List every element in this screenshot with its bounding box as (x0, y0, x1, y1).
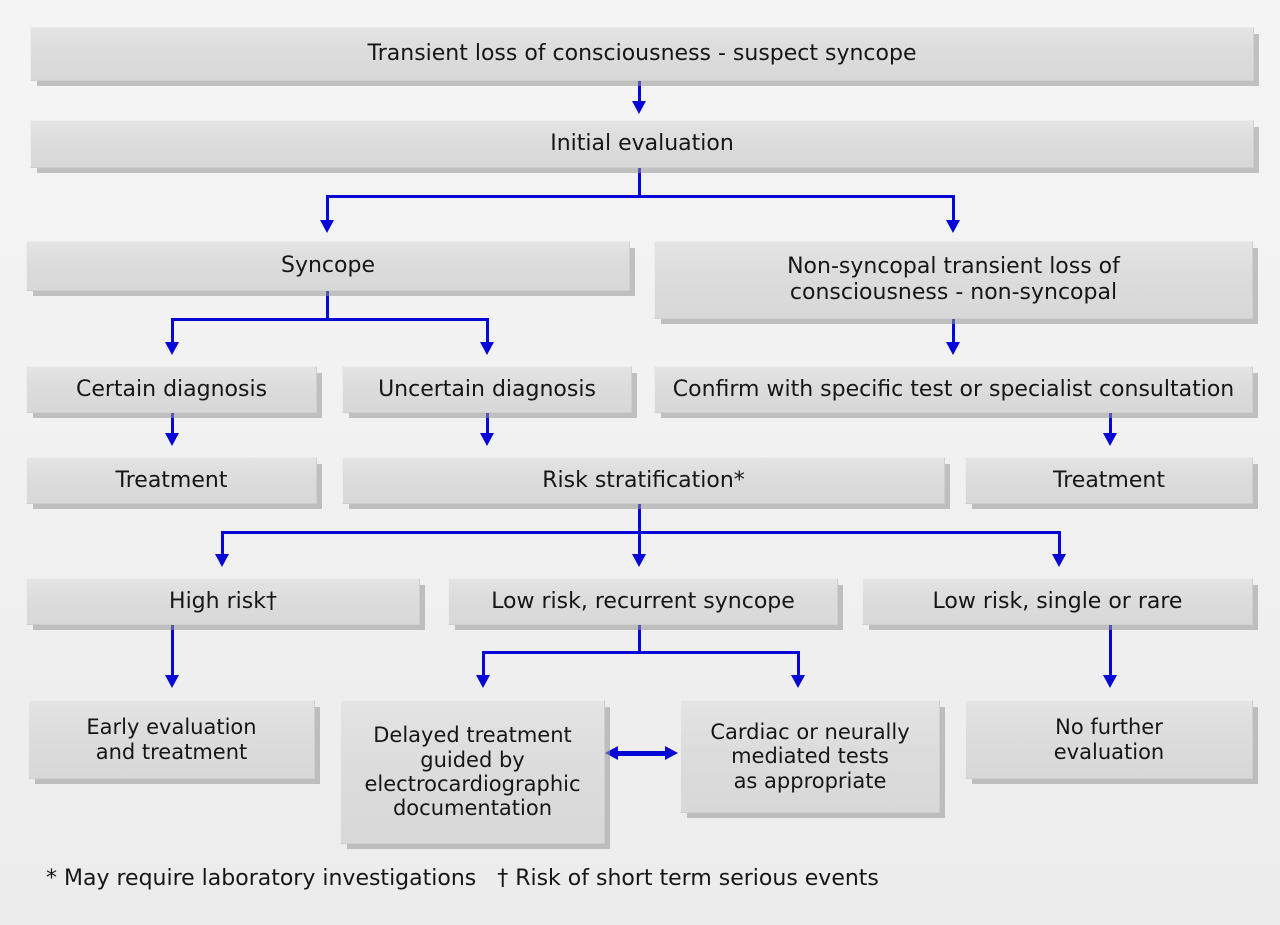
arrowhead-toward-delayed-treatment (605, 746, 618, 760)
node-treatment-right: Treatment (965, 457, 1253, 504)
arrowhead-toward-cardiac-tests (665, 746, 678, 760)
arrowhead-treatment-right (1103, 433, 1117, 446)
node-label: Cardiac or neurally mediated tests as ap… (710, 719, 910, 793)
arrowhead-treatment-left (165, 433, 179, 446)
node-label: Treatment (1053, 467, 1165, 493)
node-uncertain-diagnosis: Uncertain diagnosis (342, 366, 632, 413)
arrowhead-non-syncopal (946, 220, 960, 233)
arrowhead-low-risk-single (1052, 554, 1066, 567)
node-transient-loss-of-consciousness: Transient loss of consciousness - suspec… (30, 27, 1254, 81)
connector-nonsyncopal-to-confirm (952, 319, 955, 344)
node-early-evaluation-and-treatment: Early evaluation and treatment (28, 700, 315, 779)
connector-risk-to-lowrecurrent (638, 531, 641, 556)
connector-syncope-to-uncertain (486, 318, 489, 344)
node-label: Low risk, recurrent syncope (491, 588, 795, 614)
node-label: Delayed treatment guided by electrocardi… (364, 723, 581, 821)
node-label: Low risk, single or rare (932, 588, 1183, 614)
arrowhead-cardiac-tests (791, 675, 805, 688)
connector-initial-bus (326, 195, 955, 198)
node-confirm-specific-test: Confirm with specific test or specialist… (654, 366, 1253, 413)
arrowhead-delayed-treatment (476, 675, 490, 688)
node-label: High risk† (169, 588, 277, 614)
node-cardiac-or-neurally-mediated-tests: Cardiac or neurally mediated tests as ap… (680, 700, 940, 813)
footnote-text: * May require laboratory investigations … (46, 866, 879, 891)
node-non-syncopal-tloc: Non-syncopal transient loss of conscious… (654, 241, 1253, 319)
node-initial-evaluation: Initial evaluation (30, 120, 1254, 168)
arrowhead-confirm-specific-test (946, 342, 960, 355)
connector-lowrecurrent-stem (638, 625, 641, 652)
connector-initial-to-syncope (326, 195, 329, 222)
arrowhead-low-risk-recurrent (632, 554, 646, 567)
connector-risk-to-high (221, 531, 224, 556)
connector-lowrecurrent-to-cardiac (797, 651, 800, 677)
connector-syncope-to-certain (171, 318, 174, 344)
connector-risk-to-lowsingle (1058, 531, 1061, 556)
connector-syncope-bus (171, 318, 489, 321)
arrowhead-initial-evaluation (632, 101, 646, 114)
node-label: Uncertain diagnosis (378, 376, 596, 402)
arrowhead-risk-stratification (480, 433, 494, 446)
node-label: Certain diagnosis (75, 376, 268, 402)
node-label: Non-syncopal transient loss of conscious… (787, 254, 1120, 305)
arrowhead-uncertain-diagnosis (480, 342, 494, 355)
connector-initial-to-nonsyncopal (952, 195, 955, 222)
connector-high-to-early (171, 625, 174, 677)
connector-tloc-to-initial (638, 81, 641, 103)
node-high-risk: High risk† (26, 578, 420, 625)
node-delayed-treatment: Delayed treatment guided by electrocardi… (340, 700, 605, 844)
connector-lowrecurrent-bus (482, 651, 800, 654)
arrowhead-certain-diagnosis (165, 342, 179, 355)
connector-confirm-to-treatment (1109, 413, 1112, 435)
connector-syncope-stem (326, 291, 329, 319)
node-label: Confirm with specific test or specialist… (672, 376, 1235, 402)
connector-uncertain-to-risk (486, 413, 489, 435)
node-certain-diagnosis: Certain diagnosis (26, 366, 317, 413)
connector-lowrecurrent-to-delayed (482, 651, 485, 677)
arrowhead-syncope (320, 220, 334, 233)
node-label: Treatment (115, 467, 228, 493)
arrowhead-early-evaluation (165, 675, 179, 688)
node-no-further-evaluation: No further evaluation (965, 700, 1253, 779)
arrowhead-no-further-evaluation (1103, 675, 1117, 688)
node-label: Early evaluation and treatment (86, 715, 257, 764)
node-treatment-left: Treatment (26, 457, 317, 504)
node-label: Transient loss of consciousness - suspec… (367, 41, 917, 67)
node-low-risk-recurrent: Low risk, recurrent syncope (448, 578, 838, 625)
connector-certain-to-treatment (171, 413, 174, 435)
connector-delayed-cardiac-bidirectional (617, 751, 666, 756)
connector-lowsingle-to-nofurther (1109, 625, 1112, 677)
node-syncope: Syncope (26, 241, 630, 291)
node-low-risk-single: Low risk, single or rare (862, 578, 1253, 625)
arrowhead-high-risk (215, 554, 229, 567)
node-label: Syncope (281, 253, 375, 279)
connector-risk-bus (221, 531, 1061, 534)
node-risk-stratification: Risk stratification* (342, 457, 945, 504)
connector-initial-stem (638, 168, 641, 196)
node-label: No further evaluation (1053, 715, 1165, 764)
node-label: Risk stratification* (542, 467, 745, 493)
connector-risk-stem (638, 504, 641, 532)
node-label: Initial evaluation (550, 131, 734, 157)
